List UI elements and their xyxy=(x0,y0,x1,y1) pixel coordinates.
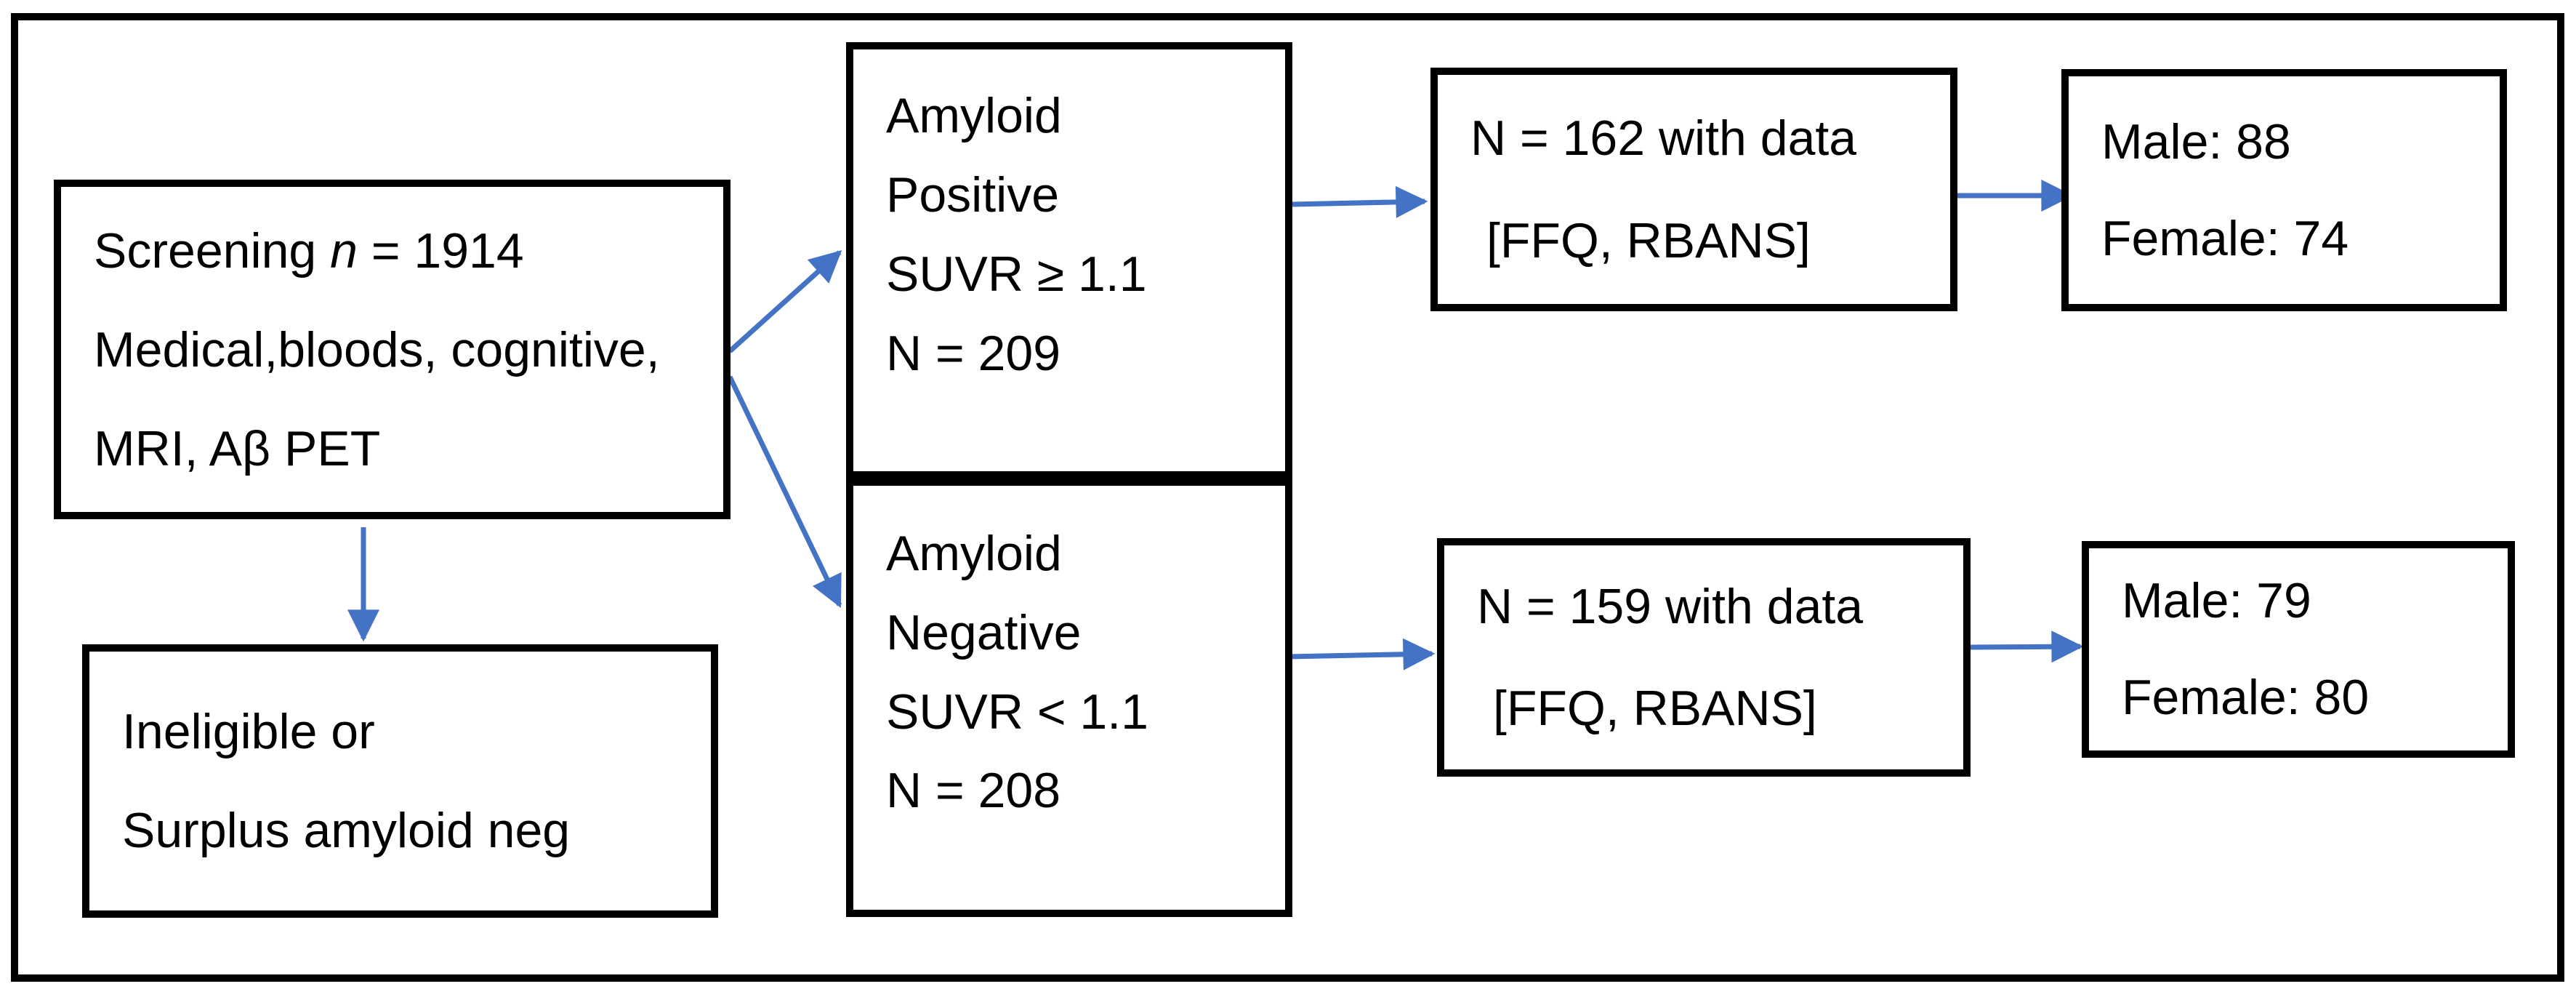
positive-sex-line-2: Female: 74 xyxy=(2101,210,2349,266)
box-amyloid-positive-with-data: N = 162 with data [FFQ, RBANS] xyxy=(1430,68,1957,311)
box-ineligible: Ineligible or Surplus amyloid neg xyxy=(82,644,718,918)
amyloid-negative-line-4: N = 208 xyxy=(886,763,1061,819)
box-screening: Screening n = 1914 Medical,bloods, cogni… xyxy=(54,180,730,519)
negative-sex-line-2: Female: 80 xyxy=(2122,670,2370,725)
outer-border xyxy=(11,13,2564,982)
amyloid-positive-line-2: Positive xyxy=(886,167,1060,223)
box-amyloid-negative: Amyloid Negative SUVR < 1.1 N = 208 xyxy=(846,479,1292,917)
screening-line-1-prefix: Screening xyxy=(94,223,331,279)
positive-with-data-line-1: N = 162 with data xyxy=(1470,111,1857,167)
amyloid-positive-line-4: N = 209 xyxy=(886,325,1061,381)
amyloid-negative-line-2: Negative xyxy=(886,604,1082,660)
ineligible-line-1: Ineligible or xyxy=(122,704,375,759)
negative-with-data-line-1: N = 159 with data xyxy=(1477,578,1864,634)
box-amyloid-positive: Amyloid Positive SUVR ≥ 1.1 N = 209 xyxy=(846,42,1292,479)
amyloid-positive-line-1: Amyloid xyxy=(886,88,1062,144)
amyloid-negative-line-3: SUVR < 1.1 xyxy=(886,684,1148,740)
amyloid-negative-line-1: Amyloid xyxy=(886,525,1062,581)
box-amyloid-negative-sex-breakdown: Male: 79 Female: 80 xyxy=(2082,541,2515,758)
positive-sex-line-1: Male: 88 xyxy=(2101,113,2291,169)
screening-line-1-suffix: = 1914 xyxy=(357,223,524,279)
box-amyloid-negative-with-data: N = 159 with data [FFQ, RBANS] xyxy=(1437,538,1971,777)
ineligible-line-2: Surplus amyloid neg xyxy=(122,803,571,858)
negative-sex-line-1: Male: 79 xyxy=(2122,573,2311,629)
positive-with-data-line-2: [FFQ, RBANS] xyxy=(1486,212,1811,268)
screening-line-1: Screening n = 1914 xyxy=(94,201,716,300)
negative-with-data-line-2: [FFQ, RBANS] xyxy=(1493,681,1817,736)
screening-line-3: MRI, Aβ PET xyxy=(94,420,381,476)
screening-line-1-n-italic: n xyxy=(330,223,358,279)
amyloid-positive-line-3: SUVR ≥ 1.1 xyxy=(886,247,1147,302)
screening-line-2: Medical,bloods, cognitive, xyxy=(94,321,660,377)
box-amyloid-positive-sex-breakdown: Male: 88 Female: 74 xyxy=(2061,69,2507,311)
